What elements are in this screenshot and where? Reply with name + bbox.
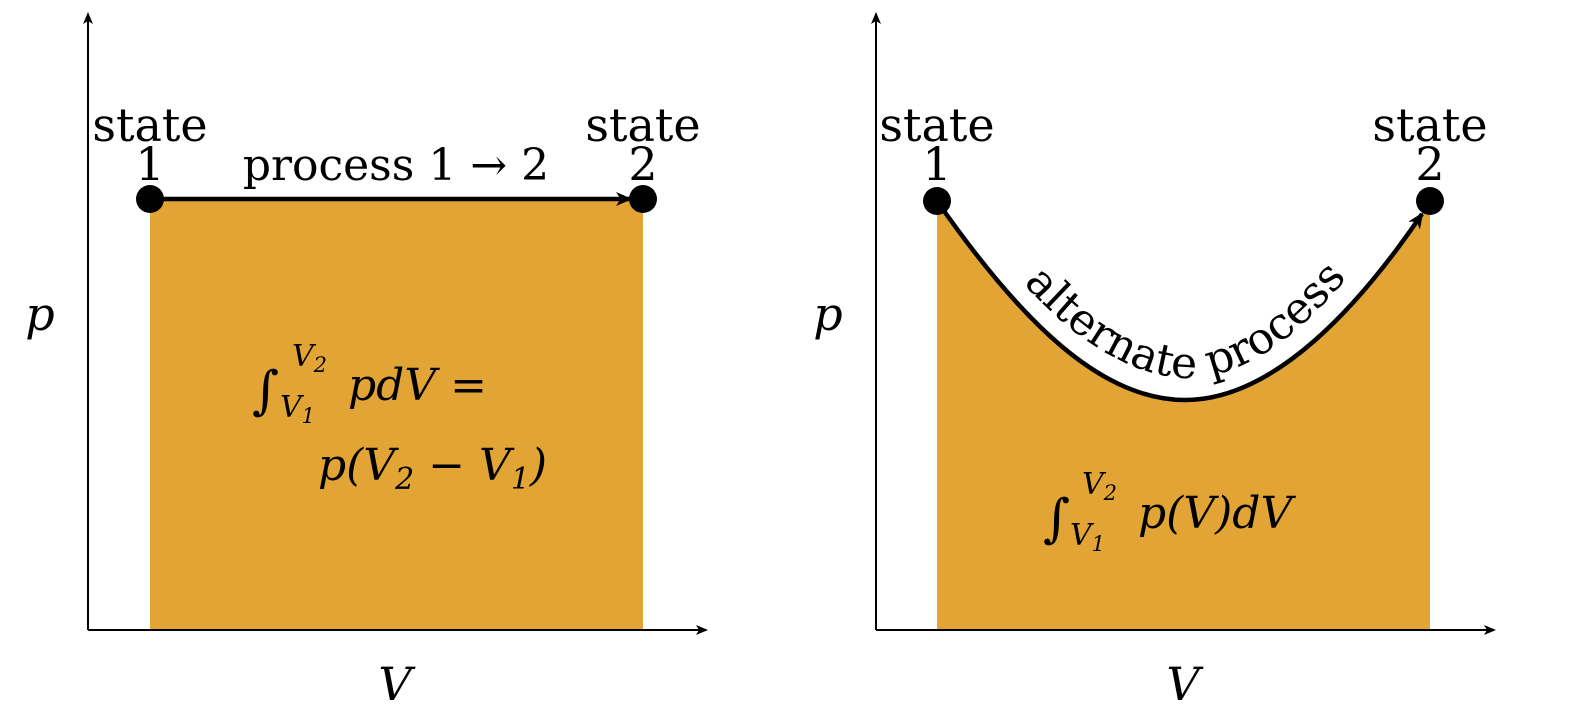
left-upper-limit: V2 xyxy=(292,339,327,377)
right-integral-sign: ∫ xyxy=(1043,489,1070,549)
right-area-formula: ∫ V2 V1 p(V)dV xyxy=(1043,467,1296,556)
left-integrand: pdV = xyxy=(348,360,487,411)
right-diagram: state 1 state 2 alternate process p V ∫ … xyxy=(813,12,1496,711)
right-state2-word: state xyxy=(1372,98,1487,152)
right-x-axis-label: V xyxy=(1166,657,1204,711)
left-state1-number: 1 xyxy=(135,137,164,191)
left-work-area xyxy=(150,199,643,630)
right-state1-word: state xyxy=(879,98,994,152)
left-process-label: process 1 → 2 xyxy=(243,140,549,191)
left-state1-word: state xyxy=(92,98,207,152)
right-y-axis-label: p xyxy=(813,287,842,341)
right-state2-number: 2 xyxy=(1415,137,1444,191)
left-result: p(V2 − V1) xyxy=(318,440,547,497)
left-integral-sign: ∫ xyxy=(252,361,279,421)
right-state1-number: 1 xyxy=(922,137,951,191)
right-state1-dot xyxy=(923,187,951,215)
right-work-area xyxy=(937,201,1430,630)
right-integrand: p(V)dV xyxy=(1138,488,1296,539)
right-lower-limit: V1 xyxy=(1070,518,1105,556)
left-diagram: state 1 state 2 process 1 → 2 p V ∫ V2 V… xyxy=(25,12,708,711)
right-process-curve xyxy=(935,199,1424,403)
left-state2-number: 2 xyxy=(628,137,657,191)
right-upper-limit: V2 xyxy=(1082,467,1117,505)
right-state2-dot xyxy=(1416,187,1444,215)
left-state2-dot xyxy=(629,185,657,213)
left-lower-limit: V1 xyxy=(280,390,315,428)
left-state2-word: state xyxy=(585,98,700,152)
left-x-axis-label: V xyxy=(378,657,416,711)
left-area-formula: ∫ V2 V1 pdV = p(V2 − V1) xyxy=(252,339,547,497)
left-state1-dot xyxy=(136,185,164,213)
left-y-axis-label: p xyxy=(25,287,54,341)
